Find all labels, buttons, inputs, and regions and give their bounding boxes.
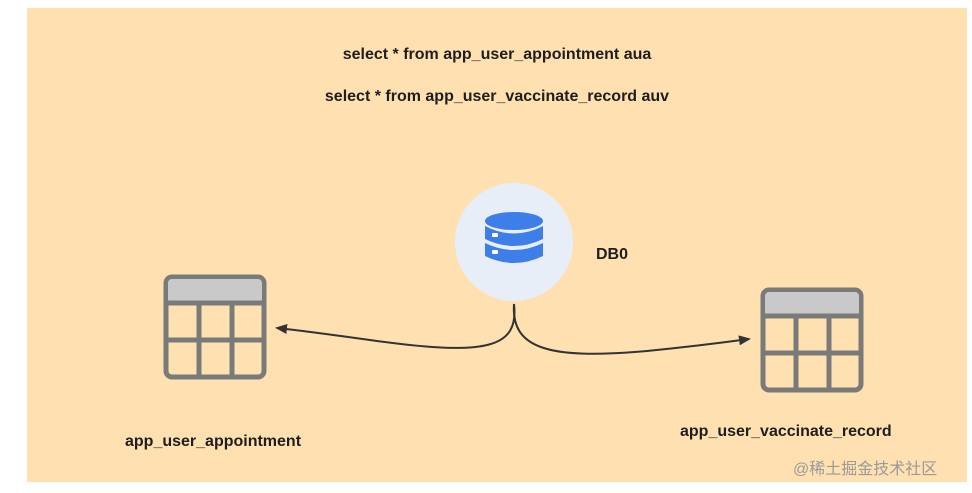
query-vaccinate-record: select * from app_user_vaccinate_record … bbox=[324, 88, 670, 105]
connector-arrows bbox=[275, 303, 751, 355]
query-appointment: select * from app_user_appointment aua bbox=[342, 46, 652, 63]
table-icon-vaccinate-record bbox=[760, 287, 864, 393]
table-label-vaccinate-record: app_user_vaccinate_record bbox=[680, 423, 892, 440]
arrow-to-appointment bbox=[275, 303, 516, 349]
database-icon bbox=[485, 212, 543, 263]
database-node bbox=[455, 183, 573, 301]
table-label-appointment: app_user_appointment bbox=[125, 433, 302, 450]
arrow-to-vaccinate-record bbox=[512, 303, 751, 355]
watermark: @稀土掘金技术社区 bbox=[793, 461, 938, 478]
table-icon-appointment bbox=[163, 274, 267, 380]
diagram-canvas: select * from app_user_appointment aua s… bbox=[27, 8, 967, 482]
database-label: DB0 bbox=[596, 246, 629, 263]
